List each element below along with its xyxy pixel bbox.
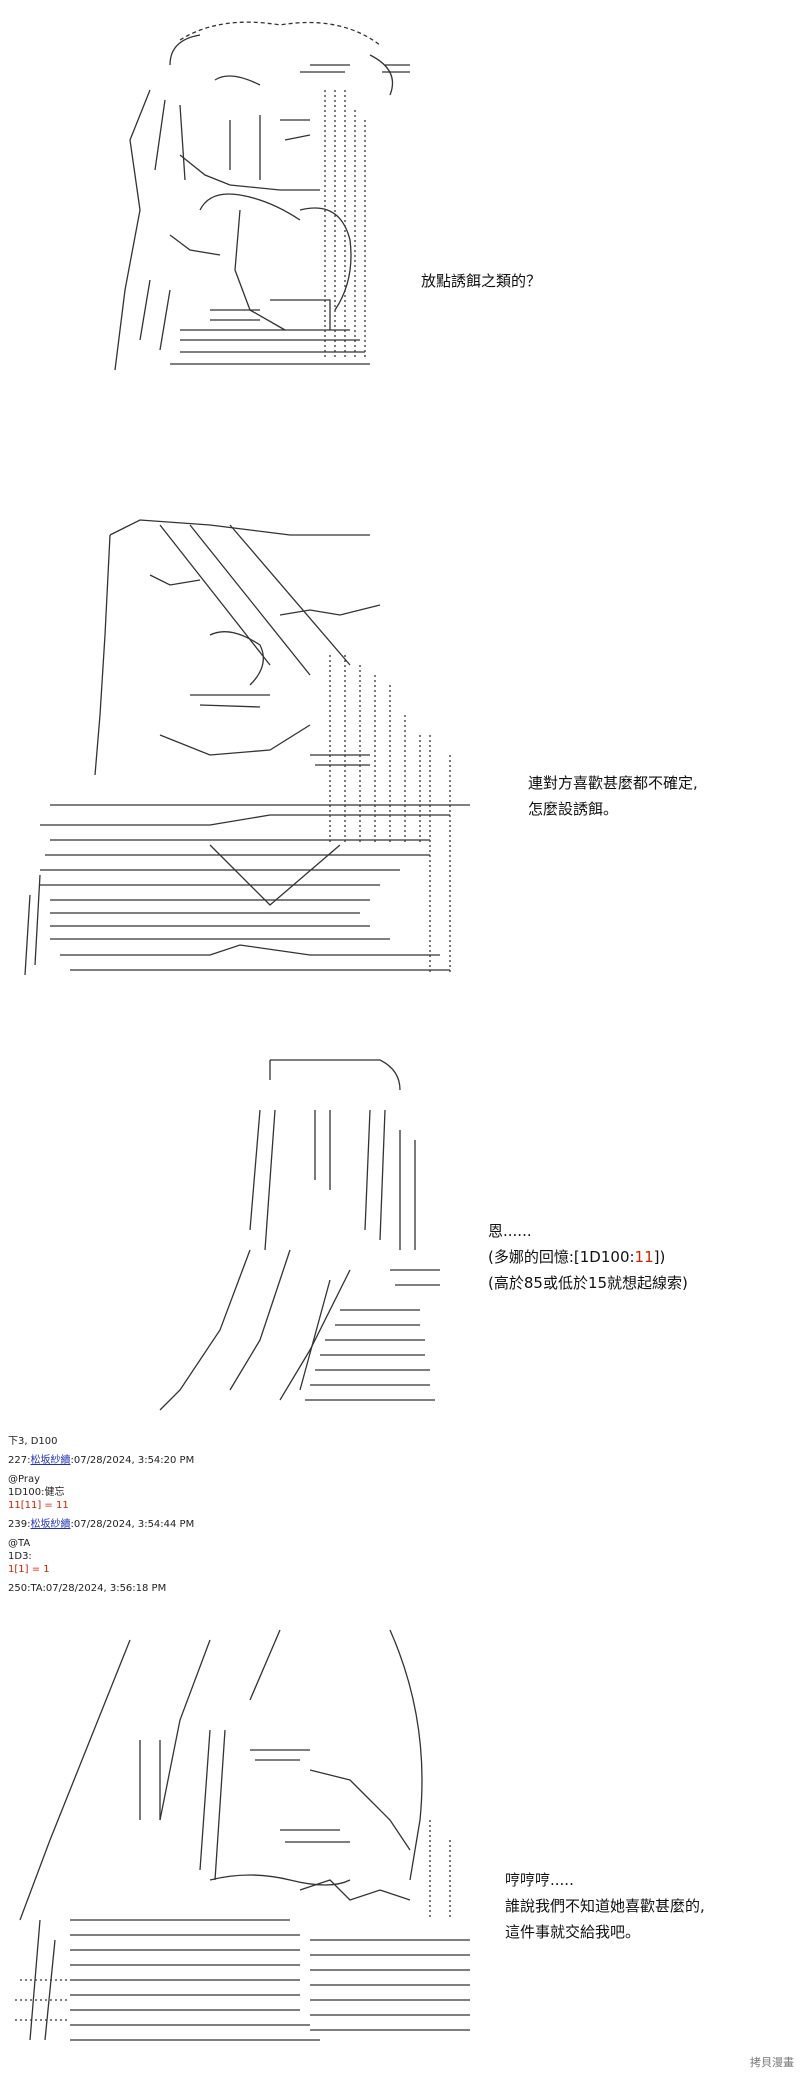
roll-result: 1[1] = 1 xyxy=(8,1564,50,1575)
roll-result: 11[11] = 11 xyxy=(8,1500,69,1511)
post-time: :07/28/2024, 3:56:18 PM xyxy=(42,1583,167,1594)
post-number: 227: xyxy=(8,1455,31,1466)
dialogue-line: 這件事就交給我吧。 xyxy=(505,1923,641,1941)
ascii-art-panel-2 xyxy=(10,515,470,985)
dice-log: 下3, D100 227:松坂紗續:07/28/2024, 3:54:20 PM… xyxy=(8,1435,194,1595)
dialogue-panel-2: 連對方喜歡甚麼都不確定, 怎麼設誘餌。 xyxy=(528,770,698,822)
log-line: @TA xyxy=(8,1538,31,1549)
ascii-art-panel-1 xyxy=(110,10,450,380)
dialogue-panel-4: 哼哼哼..... 誰說我們不知道她喜歡甚麼的, 這件事就交給我吧。 xyxy=(505,1867,705,1945)
dialogue-fragment: (多娜的回憶:[1D100: xyxy=(488,1248,635,1266)
dialogue-panel-3: 恩...... (多娜的回憶:[1D100:11]) (高於85或低於15就想起… xyxy=(488,1218,688,1296)
post-time: :07/28/2024, 3:54:44 PM xyxy=(70,1519,195,1530)
dice-result: 11 xyxy=(634,1248,654,1266)
dialogue-line: 恩...... xyxy=(488,1222,532,1240)
log-line: @Pray xyxy=(8,1474,41,1485)
log-line: 1D3: xyxy=(8,1551,32,1562)
log-line: 1D100:健忘 xyxy=(8,1487,65,1498)
log-entry-header: 227:松坂紗續:07/28/2024, 3:54:20 PM xyxy=(8,1454,194,1467)
post-time: :07/28/2024, 3:54:20 PM xyxy=(70,1455,195,1466)
ascii-art-panel-4 xyxy=(10,1620,480,2060)
dialogue-line: 放點誘餌之類的？ xyxy=(421,272,542,290)
poster-name: TA xyxy=(30,1583,43,1594)
dialogue-line: 哼哼哼..... xyxy=(505,1871,574,1889)
post-number: 239: xyxy=(8,1519,31,1530)
dialogue-line: (多娜的回憶:[1D100:11]) xyxy=(488,1244,688,1270)
log-entry-header: 250:TA:07/28/2024, 3:56:18 PM xyxy=(8,1582,194,1595)
dialogue-line: (高於85或低於15就想起線索) xyxy=(488,1274,688,1292)
ascii-art-panel-3 xyxy=(140,1050,450,1420)
dialogue-fragment: ]) xyxy=(653,1248,666,1266)
log-entry-header: 239:松坂紗續:07/28/2024, 3:54:44 PM xyxy=(8,1518,194,1531)
dialogue-line: 誰說我們不知道她喜歡甚麼的, xyxy=(505,1897,705,1915)
watermark: 拷貝漫畫 xyxy=(750,2056,794,2069)
dialogue-line: 連對方喜歡甚麼都不確定, xyxy=(528,774,698,792)
dialogue-line: 怎麼設誘餌。 xyxy=(528,800,619,818)
poster-link[interactable]: 松坂紗續 xyxy=(30,1455,71,1466)
log-header: 下3, D100 xyxy=(8,1436,58,1447)
post-number: 250: xyxy=(8,1583,31,1594)
dialogue-panel-1: 放點誘餌之類的？ xyxy=(421,268,541,294)
poster-link[interactable]: 松坂紗續 xyxy=(30,1519,71,1530)
